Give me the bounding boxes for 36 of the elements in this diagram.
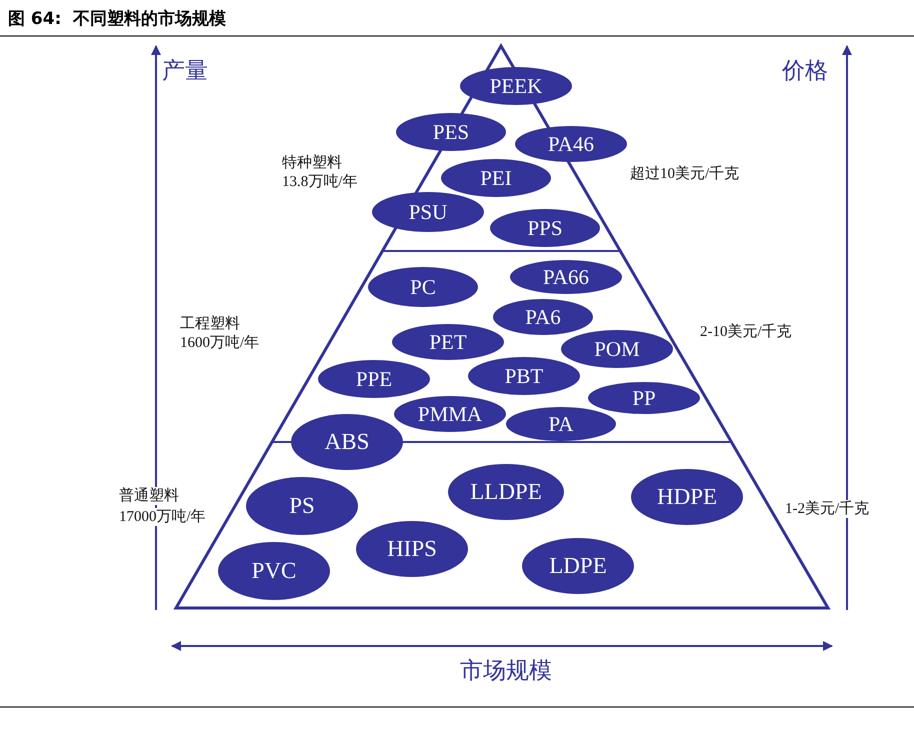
plastic-ellipse: PBT — [468, 357, 580, 395]
plastic-ellipse: PET — [392, 324, 504, 360]
plastic-ellipse: PA46 — [515, 126, 627, 162]
plastic-ellipse: LDPE — [522, 538, 634, 594]
plastic-ellipse: PEEK — [460, 67, 572, 105]
plastic-ellipse: PEI — [441, 159, 551, 197]
tier-volume: 13.8万吨/年 — [282, 173, 358, 191]
plastic-ellipse: POM — [561, 330, 673, 368]
tier-volume: 1600万吨/年 — [180, 334, 260, 352]
plastic-ellipse: PC — [368, 267, 478, 307]
plastic-ellipse: HIPS — [356, 521, 468, 577]
plastic-ellipse: PSU — [372, 192, 484, 232]
plastic-ellipse: LLDPE — [448, 464, 564, 520]
axis-label: 价格 — [782, 57, 828, 86]
tier-name: 工程塑料 — [180, 315, 240, 333]
plastic-ellipse: PA — [506, 407, 616, 441]
plastic-ellipse: PMMA — [394, 396, 506, 432]
plastic-ellipse: PPS — [490, 209, 600, 247]
plastic-ellipse: PA66 — [510, 260, 622, 294]
plastic-ellipse: PP — [588, 382, 700, 414]
axis-label: 产量 — [162, 57, 208, 86]
price-label: 1-2美元/千克 — [785, 500, 870, 518]
tier-name: 普通塑料 — [119, 487, 179, 505]
plastic-ellipse: HDPE — [631, 469, 743, 525]
tier-volume: 17000万吨/年 — [119, 508, 206, 526]
plastic-ellipse: PA6 — [493, 299, 593, 335]
price-label: 2-10美元/千克 — [700, 323, 792, 341]
plastic-ellipse: PPE — [318, 360, 430, 398]
tier-name: 特种塑料 — [282, 154, 342, 172]
plastic-ellipse: ABS — [291, 414, 403, 470]
axis-label: 市场规模 — [460, 657, 552, 686]
plastic-ellipse: PS — [246, 477, 358, 535]
price-label: 超过10美元/千克 — [630, 165, 740, 183]
plastic-ellipse: PES — [396, 113, 506, 151]
plastic-ellipse: PVC — [218, 542, 330, 600]
figure-title: 图 64: 不同塑料的市场规模 — [8, 8, 226, 30]
